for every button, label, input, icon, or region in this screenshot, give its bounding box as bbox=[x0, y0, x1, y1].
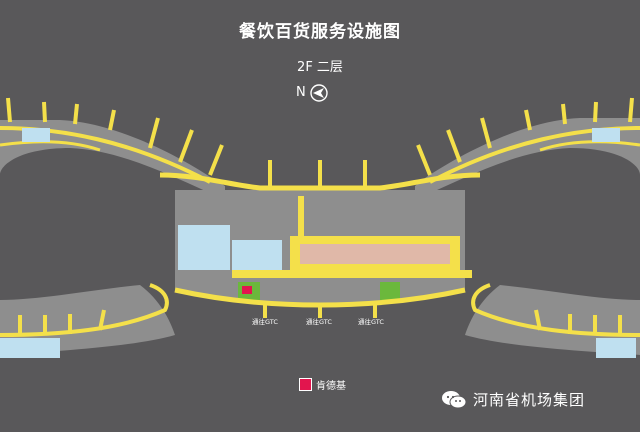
legend: 肯德基 bbox=[299, 377, 346, 392]
north-indicator: N bbox=[296, 84, 328, 102]
right-concourse bbox=[415, 118, 640, 358]
watermark: 河南省机场集团 bbox=[441, 389, 585, 410]
wechat-icon bbox=[442, 390, 467, 408]
gtc-label-center: 通往GTC bbox=[306, 318, 332, 326]
watermark-text: 河南省机场集团 bbox=[473, 391, 586, 409]
central-terminal bbox=[159, 172, 481, 308]
north-label: N bbox=[296, 85, 306, 100]
legend-label: 肯德基 bbox=[316, 381, 346, 392]
compass-icon bbox=[310, 84, 328, 102]
floor-label: 2F 二层 bbox=[297, 60, 343, 75]
gtc-label-left: 通往GTC bbox=[252, 318, 278, 326]
left-concourse bbox=[0, 120, 225, 358]
gtc-label-right: 通往GTC bbox=[358, 318, 384, 326]
legend-swatch bbox=[299, 378, 312, 391]
map-title: 餐饮百货服务设施图 bbox=[239, 22, 401, 42]
gate-piers bbox=[6, 97, 634, 335]
